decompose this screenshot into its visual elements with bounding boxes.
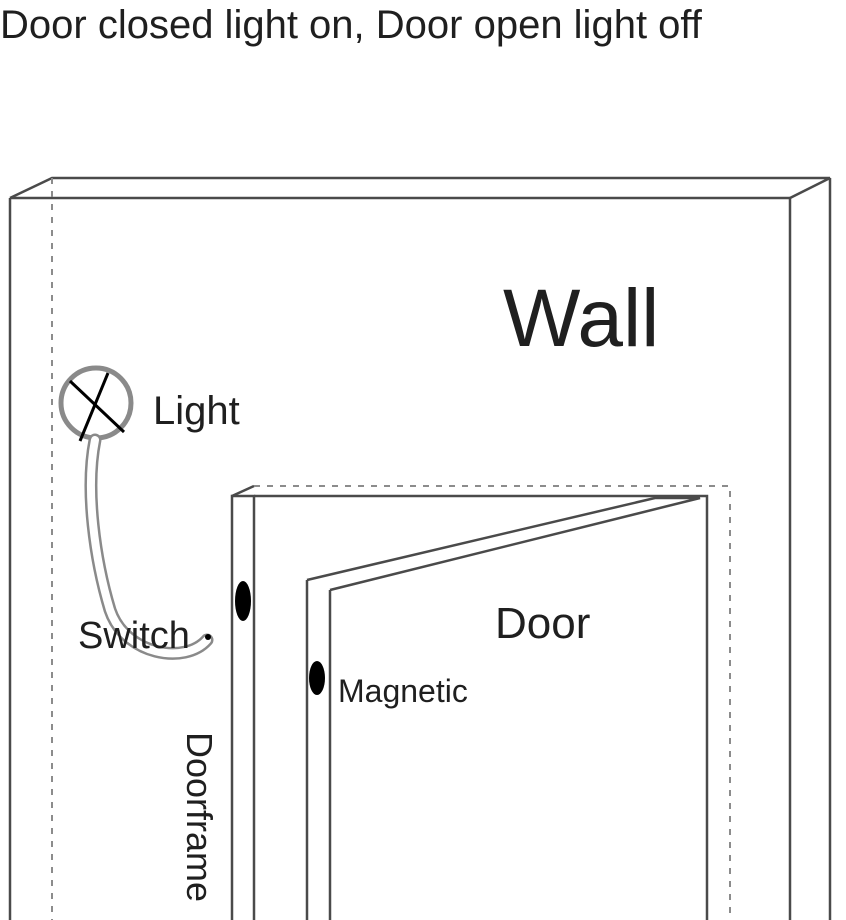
magnetic-label: Magnetic bbox=[338, 673, 468, 709]
frame-hidden-edge bbox=[254, 485, 731, 920]
magnet-sensor bbox=[309, 661, 325, 695]
switch-label: Switch bbox=[78, 615, 190, 657]
door-label: Door bbox=[495, 599, 590, 648]
wall-label: Wall bbox=[503, 273, 659, 364]
wall bbox=[8, 176, 832, 920]
light-bulb-cross-icon bbox=[58, 365, 134, 442]
switch-terminal bbox=[205, 634, 211, 640]
cable bbox=[84, 433, 214, 660]
switch-sensor bbox=[235, 581, 251, 621]
doorframe-label: Doorframe bbox=[179, 732, 220, 902]
diagram-title: Door closed light on, Door open light of… bbox=[0, 3, 703, 47]
light-label: Light bbox=[153, 389, 240, 433]
door bbox=[305, 496, 701, 920]
door-frame bbox=[230, 484, 731, 920]
